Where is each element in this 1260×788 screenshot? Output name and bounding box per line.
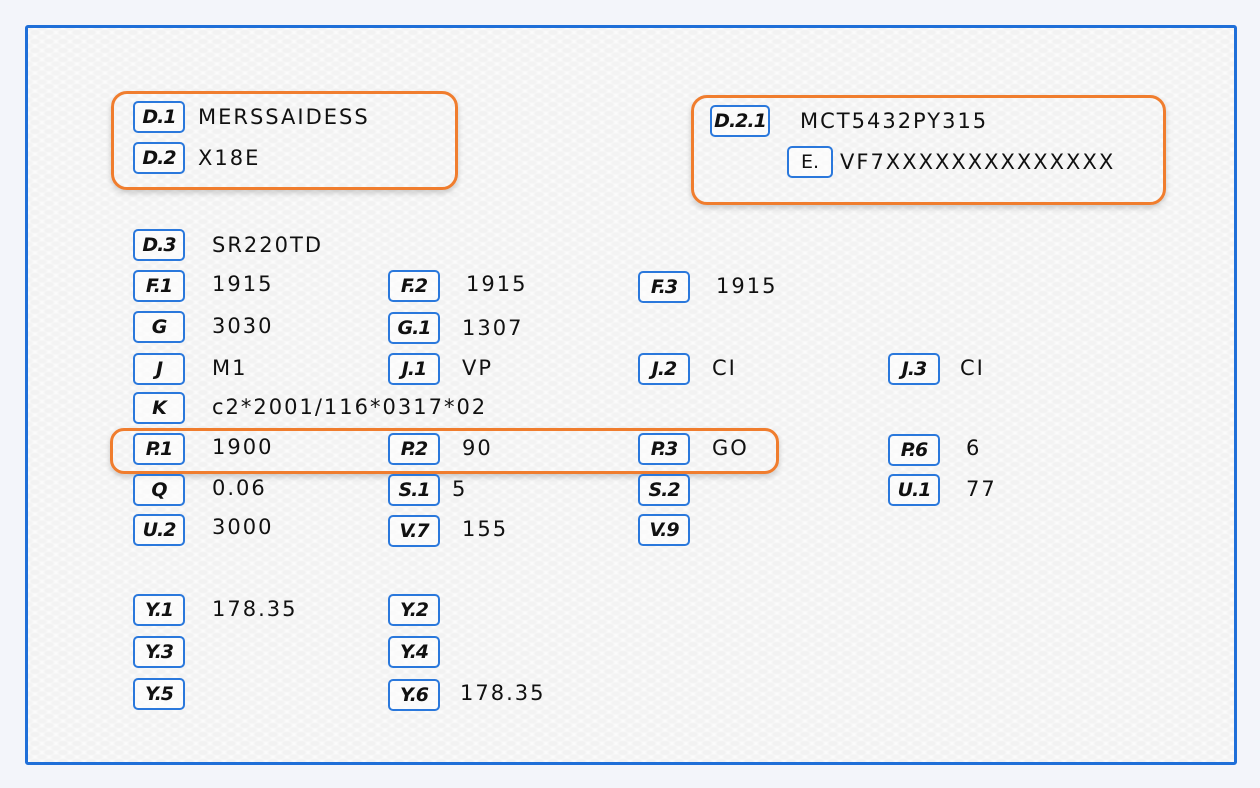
field-value-d-2: X18E	[198, 146, 261, 170]
field-value-j-3: CI	[960, 356, 985, 380]
field-code-g: G	[133, 311, 185, 343]
field-value-v-7: 155	[462, 517, 509, 541]
field-code-q: Q	[133, 474, 185, 506]
field-value-p-1: 1900	[212, 435, 274, 459]
field-code-j-3: J.3	[888, 353, 940, 385]
field-value-p-6: 6	[966, 436, 982, 460]
field-code-f-3: F.3	[638, 271, 690, 303]
field-code-y-5: Y.5	[133, 678, 185, 710]
field-code-u-2: U.2	[133, 514, 185, 546]
field-value-g-1: 1307	[462, 316, 524, 340]
field-code-s-2: S.2	[638, 474, 690, 506]
field-code-p-1: P.1	[133, 433, 185, 465]
field-value-d-1: MERSSAIDESS	[198, 105, 370, 129]
field-code-s-1: S.1	[388, 474, 440, 506]
field-code-k: K	[133, 392, 185, 424]
field-code-u-1: U.1	[888, 474, 940, 506]
field-value-f-2: 1915	[466, 272, 528, 296]
field-value-u-1: 77	[966, 477, 997, 501]
field-code-d-2-1: D.2.1	[710, 105, 770, 137]
field-code-f-2: F.2	[388, 270, 440, 302]
field-code-v-9: V.9	[638, 514, 690, 546]
field-value-u-2: 3000	[212, 515, 274, 539]
registration-document	[25, 25, 1237, 765]
field-value-e: VF7XXXXXXXXXXXXXX	[840, 150, 1116, 174]
vehicle-id-highlight-box	[691, 95, 1166, 205]
field-code-p-6: P.6	[888, 434, 940, 466]
field-code-f-1: F.1	[133, 270, 185, 302]
field-code-g-1: G.1	[388, 312, 440, 344]
field-value-p-3: GO	[712, 436, 749, 460]
field-code-j: J	[133, 353, 185, 385]
field-code-y-2: Y.2	[388, 594, 440, 626]
field-code-j-2: J.2	[638, 353, 690, 385]
field-code-y-1: Y.1	[133, 594, 185, 626]
field-value-j-1: VP	[462, 356, 494, 380]
field-code-j-1: J.1	[388, 353, 440, 385]
field-value-f-1: 1915	[212, 272, 274, 296]
field-value-f-3: 1915	[716, 274, 778, 298]
field-value-s-1: 5	[452, 477, 468, 501]
field-code-d-2: D.2	[133, 142, 185, 174]
field-value-g: 3030	[212, 314, 274, 338]
power-fuel-highlight-box	[110, 428, 779, 474]
field-value-k: c2*2001/116*0317*02	[212, 395, 488, 419]
field-code-e: E.	[787, 146, 833, 178]
field-code-y-4: Y.4	[388, 636, 440, 668]
field-code-y-3: Y.3	[133, 636, 185, 668]
field-code-p-3: P.3	[638, 433, 690, 465]
field-value-j-2: CI	[712, 356, 737, 380]
field-code-v-7: V.7	[388, 515, 440, 547]
field-value-y-6: 178.35	[460, 681, 546, 705]
field-value-y-1: 178.35	[212, 597, 298, 621]
field-code-d-1: D.1	[133, 101, 185, 133]
field-value-d-2-1: MCT5432PY315	[800, 109, 989, 133]
field-value-d-3: SR220TD	[212, 233, 324, 257]
field-value-j: M1	[212, 356, 248, 380]
field-code-y-6: Y.6	[388, 679, 440, 711]
field-value-q: 0.06	[212, 476, 267, 500]
field-code-d-3: D.3	[133, 229, 185, 261]
field-value-p-2: 90	[462, 436, 493, 460]
field-code-p-2: P.2	[388, 433, 440, 465]
owner-highlight-box	[111, 91, 458, 190]
